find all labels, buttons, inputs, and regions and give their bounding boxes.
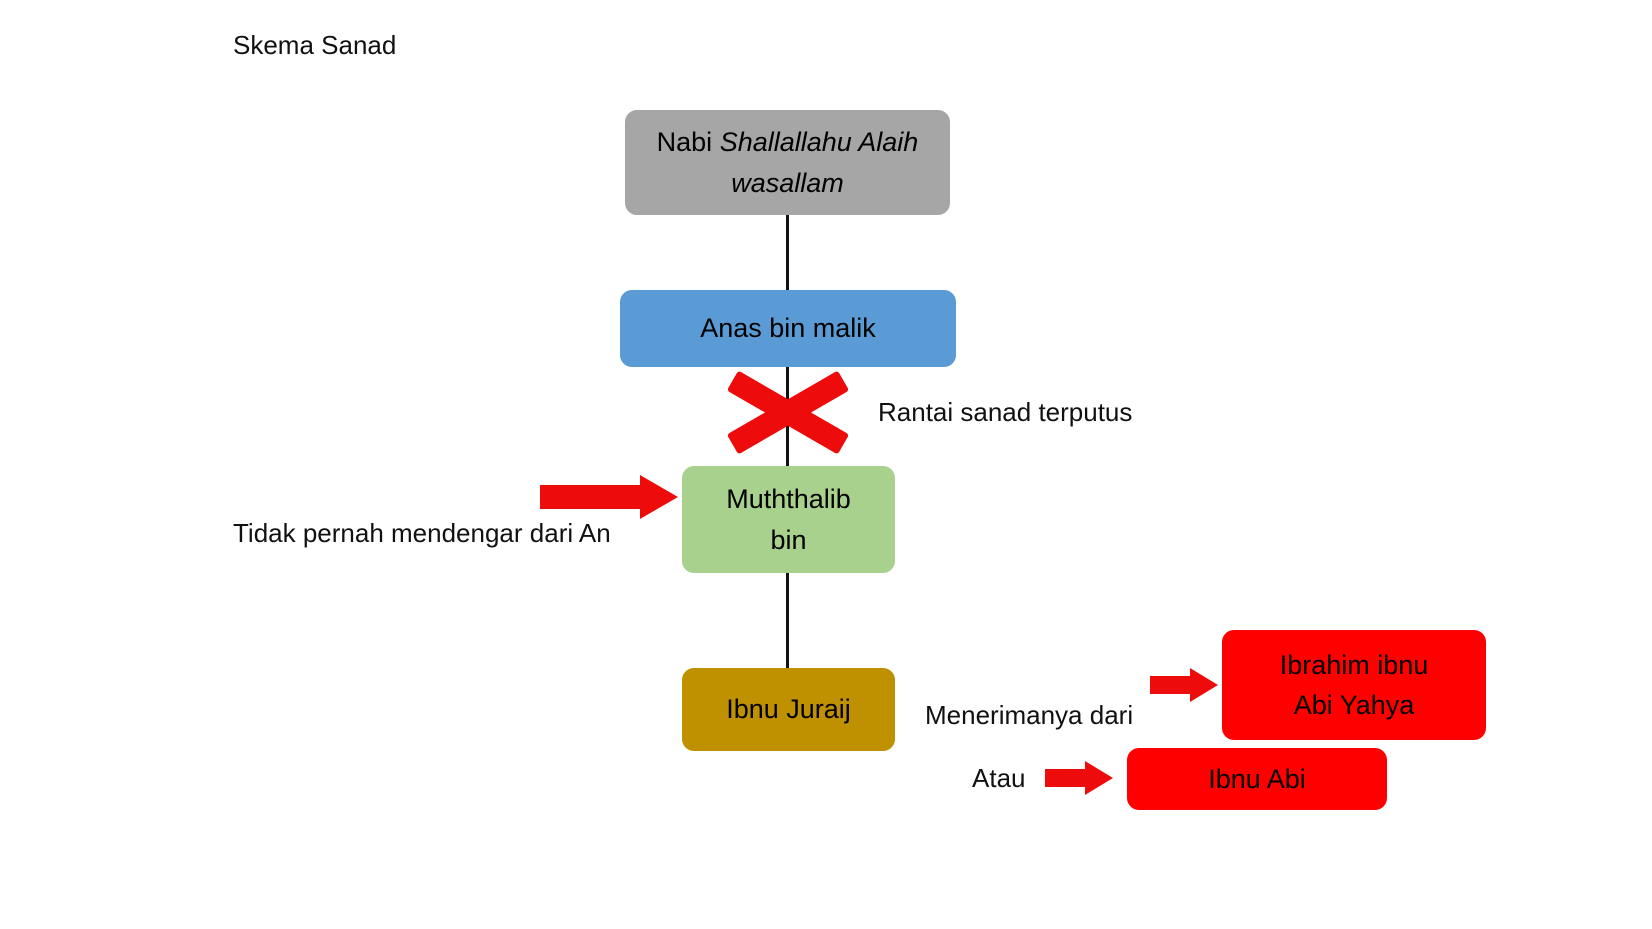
node-ibrahim-label: Ibrahim ibnu Abi Yahya [1279, 649, 1429, 721]
node-anas-label: Anas bin malik [700, 313, 876, 344]
broken-chain-label: Rantai sanad terputus [878, 397, 1133, 427]
broken-chain-x-icon [726, 370, 850, 455]
node-nabi: Nabi Shallallahu Alaih wasallam [625, 110, 950, 215]
red-right-arrow-icon [540, 475, 678, 519]
never-heard-label: Tidak pernah mendengar dari An [233, 518, 611, 548]
node-ibnu-juraij: Ibnu Juraij [682, 668, 895, 751]
connector-muththalib-ibnu-juraij [786, 573, 789, 669]
arrow-body [1150, 676, 1190, 694]
arrow-body [540, 485, 640, 509]
node-ibrahim: Ibrahim ibnu Abi Yahya [1222, 630, 1486, 740]
node-muththalib: Muththalib bin [682, 466, 895, 573]
node-muththalib-label: Muththalib bin [726, 484, 851, 555]
arrow-head [1190, 668, 1218, 702]
red-right-arrow-icon [1150, 668, 1218, 702]
node-ibnu-abi-label: Ibnu Abi [1208, 763, 1306, 794]
node-nabi-label: Nabi Shallallahu Alaih wasallam [656, 127, 919, 198]
arrow-body [1045, 769, 1085, 787]
diagram-title: Skema Sanad [233, 30, 397, 60]
node-anas: Anas bin malik [620, 290, 956, 367]
node-ibnu-juraij-label: Ibnu Juraij [726, 694, 851, 725]
received-from-label: Menerimanya dari [925, 700, 1134, 730]
arrow-head [1085, 761, 1113, 795]
arrow-head [640, 475, 678, 519]
node-ibnu-abi: Ibnu Abi [1127, 748, 1387, 810]
node-nabi-label-italic: Shallallahu Alaih wasallam [719, 127, 919, 198]
or-label: Atau [972, 763, 1026, 793]
connector-nabi-anas [786, 215, 789, 291]
red-right-arrow-icon [1045, 761, 1113, 795]
